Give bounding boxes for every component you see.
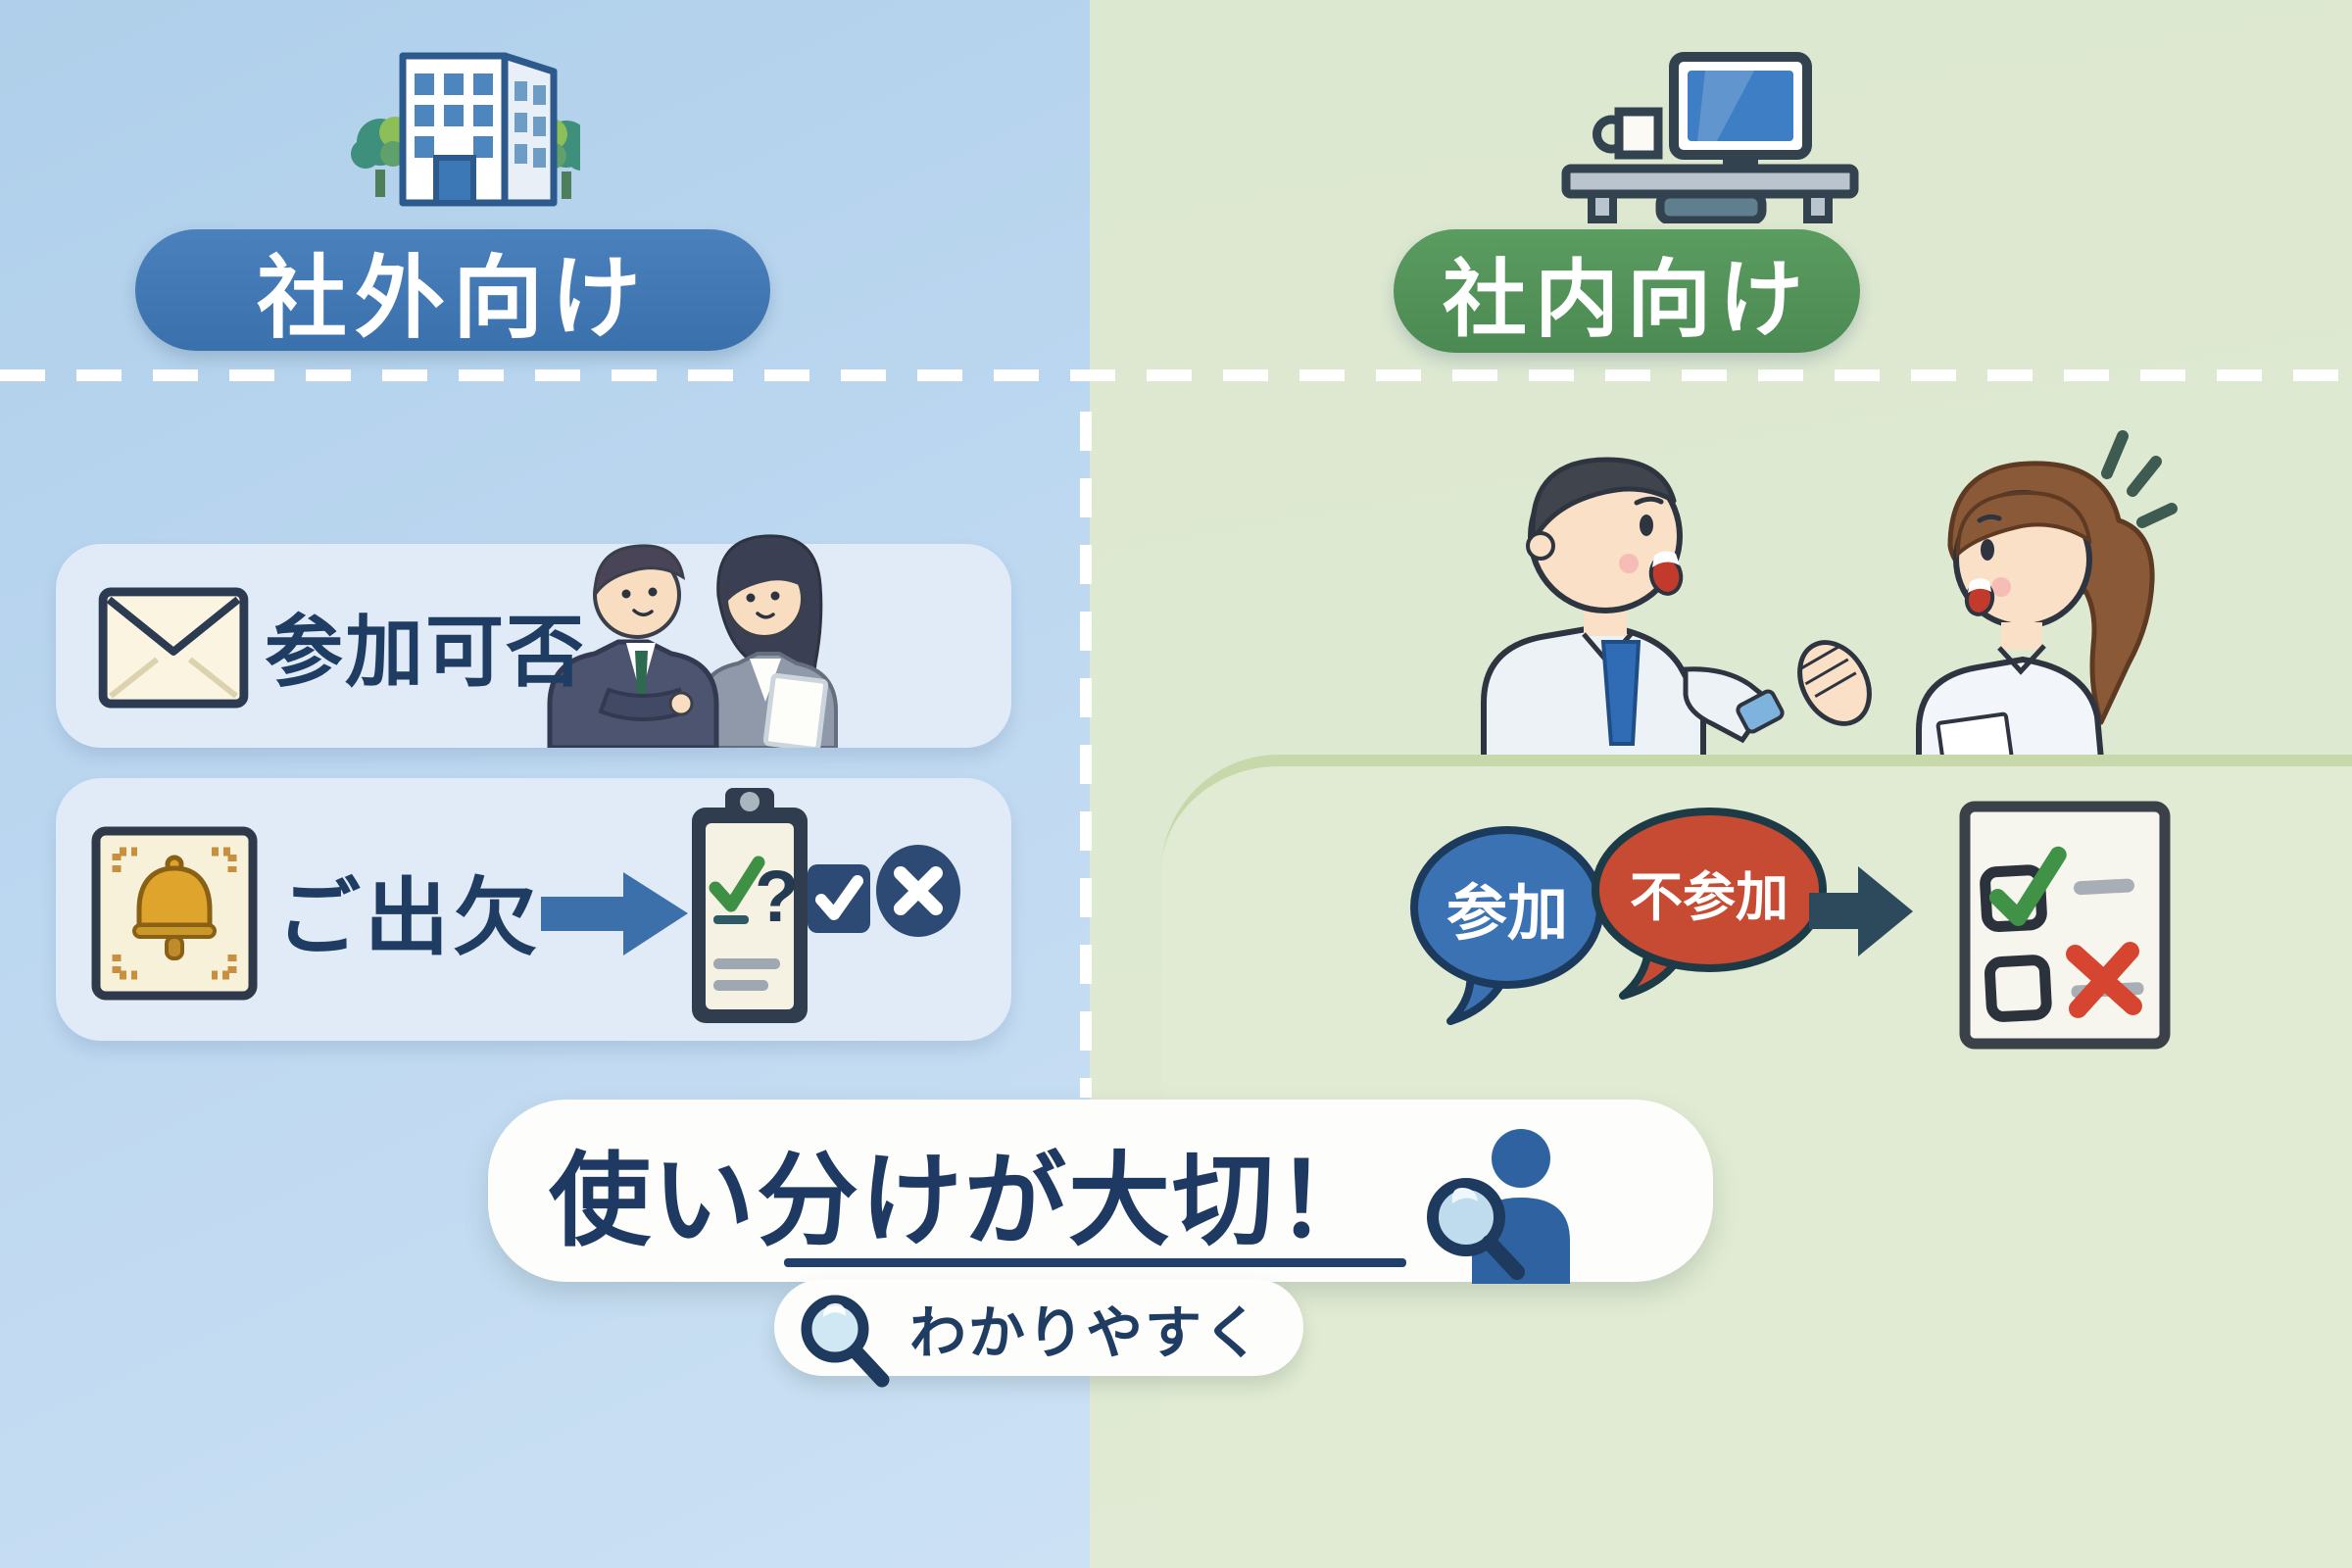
external-card2-label: ご出欠 [276, 870, 541, 965]
bubble-decline-label: 不参加 [1630, 867, 1788, 927]
clipboard-question-glyph: ? [755, 856, 799, 937]
external-card1-label: 参加可否 [265, 609, 586, 696]
talking-people-icon [1396, 407, 2185, 760]
business-people-icon [524, 502, 848, 748]
horizontal-dashed-divider [0, 369, 2352, 381]
internal-header-pill: 社内向け [1394, 229, 1860, 353]
title-underline [784, 1258, 1406, 1267]
internal-header-label: 社内向け [1443, 252, 1811, 347]
speech-bubble-decline [1588, 804, 1835, 1000]
clipboard-check-icon: ? [686, 782, 813, 1029]
check-square-icon [806, 855, 872, 935]
footer-title: 使い分けが大切！ [549, 1144, 1381, 1258]
external-header-pill: 社外向け [135, 229, 770, 351]
emphasis-marks-icon [2101, 430, 2178, 528]
vertical-dashed-divider [1080, 412, 1092, 1098]
person-search-icon [1419, 1123, 1584, 1284]
building-icon [350, 44, 580, 216]
checklist-icon [1958, 800, 2172, 1051]
bubble-join-label: 参加 [1446, 880, 1568, 948]
envelope-icon [96, 586, 251, 710]
x-circle-icon [874, 843, 962, 939]
arrow-right-dark-icon [1809, 866, 1913, 956]
desk-computer-icon [1558, 49, 1864, 223]
magnifier-icon [794, 1290, 904, 1403]
external-header-label: 社外向け [256, 248, 649, 349]
bell-icon [90, 825, 259, 1002]
footer-subtitle: わかりやすく [909, 1300, 1263, 1365]
arrow-right-icon [541, 872, 688, 956]
